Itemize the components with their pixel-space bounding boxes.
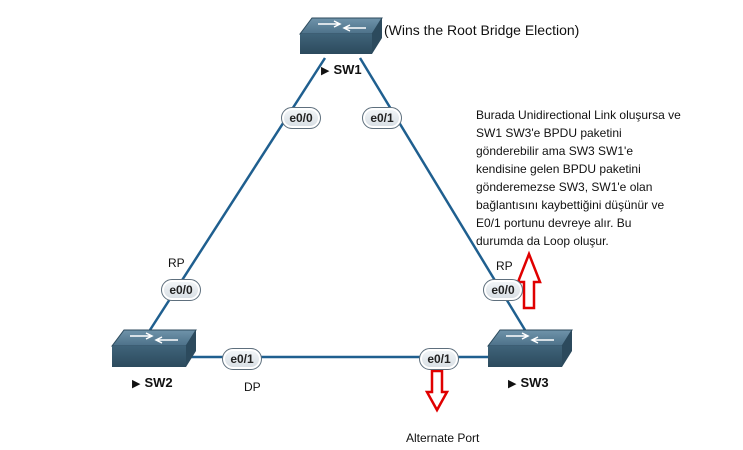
switch-sw2-icon [111,329,197,367]
play-triangle-icon: ▶ [132,378,141,390]
switch-sw3-label: ▶SW3 [508,375,549,390]
play-triangle-icon: ▶ [321,65,330,77]
port-sw3-e00: e0/0 [483,279,523,301]
port-sw2-e01: e0/1 [222,348,262,370]
alternate-down-arrow-icon [424,369,450,413]
play-triangle-icon: ▶ [508,378,517,390]
role-label-sw3-rp: RP [496,259,513,273]
switch-sw2-label: ▶SW2 [132,375,173,390]
role-label-sw2-rp: RP [168,256,185,270]
port-sw1-e00: e0/0 [281,107,321,129]
switch-sw1-label: ▶SW1 [321,62,362,77]
port-sw3-e01: e0/1 [419,348,459,370]
alternate-port-label: Alternate Port [406,431,480,445]
switch-sw1-icon [299,17,383,54]
port-sw2-e00: e0/0 [161,279,201,301]
port-sw1-e01: e0/1 [362,107,402,129]
switch-sw3-icon [487,329,573,367]
bpdu-up-arrow-icon [516,250,542,310]
role-label-sw2-dp: DP [244,380,261,394]
unidirectional-link-explanation: Burada Unidirectional Link oluşursa ve S… [476,108,681,248]
root-bridge-caption: (Wins the Root Bridge Election) [384,22,580,38]
